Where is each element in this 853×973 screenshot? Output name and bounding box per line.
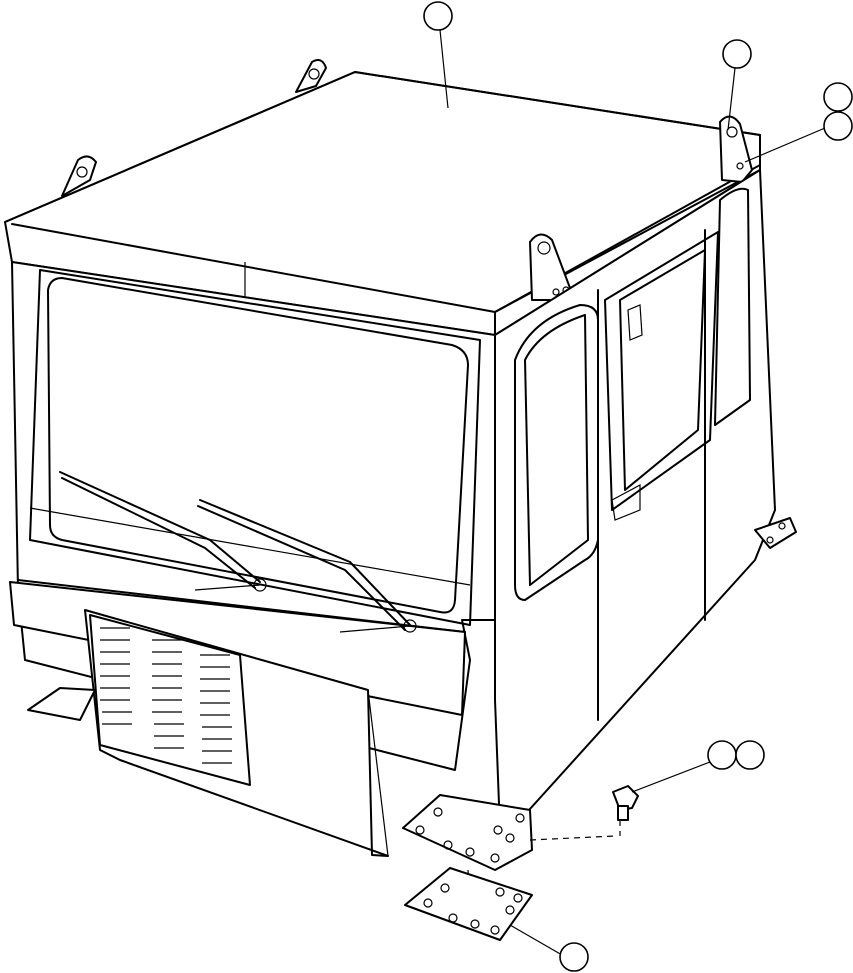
- callout-lift-eye: [722, 39, 752, 69]
- lifting-eyes: [61, 59, 753, 301]
- callout-roof: [423, 1, 453, 31]
- wipers: [59, 471, 417, 633]
- callout-bolt-b: [735, 740, 765, 770]
- leader-lines: [439, 29, 826, 956]
- grille-panel: [27, 609, 389, 857]
- cab-side: [494, 169, 776, 831]
- callout-pin-b: [823, 111, 853, 141]
- bolt: [612, 785, 639, 821]
- callout-bolt-a: [707, 740, 737, 770]
- callout-pin-a: [823, 82, 853, 112]
- callout-mount-plate: [559, 942, 589, 972]
- mount-plate: [404, 867, 533, 941]
- mounting-feet: [402, 517, 797, 896]
- callouts: [423, 1, 853, 972]
